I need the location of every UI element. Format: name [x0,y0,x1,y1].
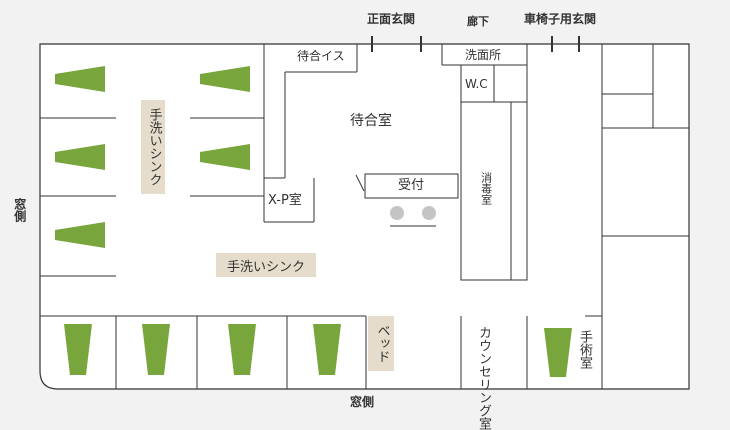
chair [200,144,250,170]
reception-label: 受付 [398,178,425,193]
chair [228,324,256,375]
chair [544,328,572,377]
chair [55,66,105,92]
wheelchair-entrance-label: 車椅子用玄関 [524,12,597,26]
entrance-door-marks [371,36,580,52]
chair [64,324,92,375]
bed: ベッド [368,316,394,371]
disinfection-room-label: 消毒室 [479,172,493,205]
hand-wash-sink-vertical: 手洗いシンク [141,100,165,194]
interior-walls [40,44,689,389]
chair [200,66,250,92]
window-side-bottom-label: 窓側 [350,395,375,409]
washroom-label: 洗面所 [465,48,502,62]
hand-wash-sink-horizontal: 手洗いシンク [216,253,316,277]
wc-label: W.C [465,77,488,91]
counseling-room-label: カウンセリング室 [475,326,491,430]
chair [142,324,170,375]
window-side-left-label: 窓側 [12,198,27,222]
chair [55,144,105,170]
stool [422,206,436,220]
corridor-label: 廊下 [467,15,489,28]
surgery-room-label: 手術室 [576,330,592,369]
waiting-room-label: 待合室 [350,113,392,129]
stool [390,206,404,220]
chair [55,222,105,248]
xray-room-label: X-P室 [268,193,302,208]
chair [313,324,341,375]
waiting-chairs-label: 待合イス [297,49,345,63]
treatment-chairs-left [55,66,250,248]
front-entrance-label: 正面玄関 [367,12,416,26]
treatment-chairs-bottom [64,324,572,377]
